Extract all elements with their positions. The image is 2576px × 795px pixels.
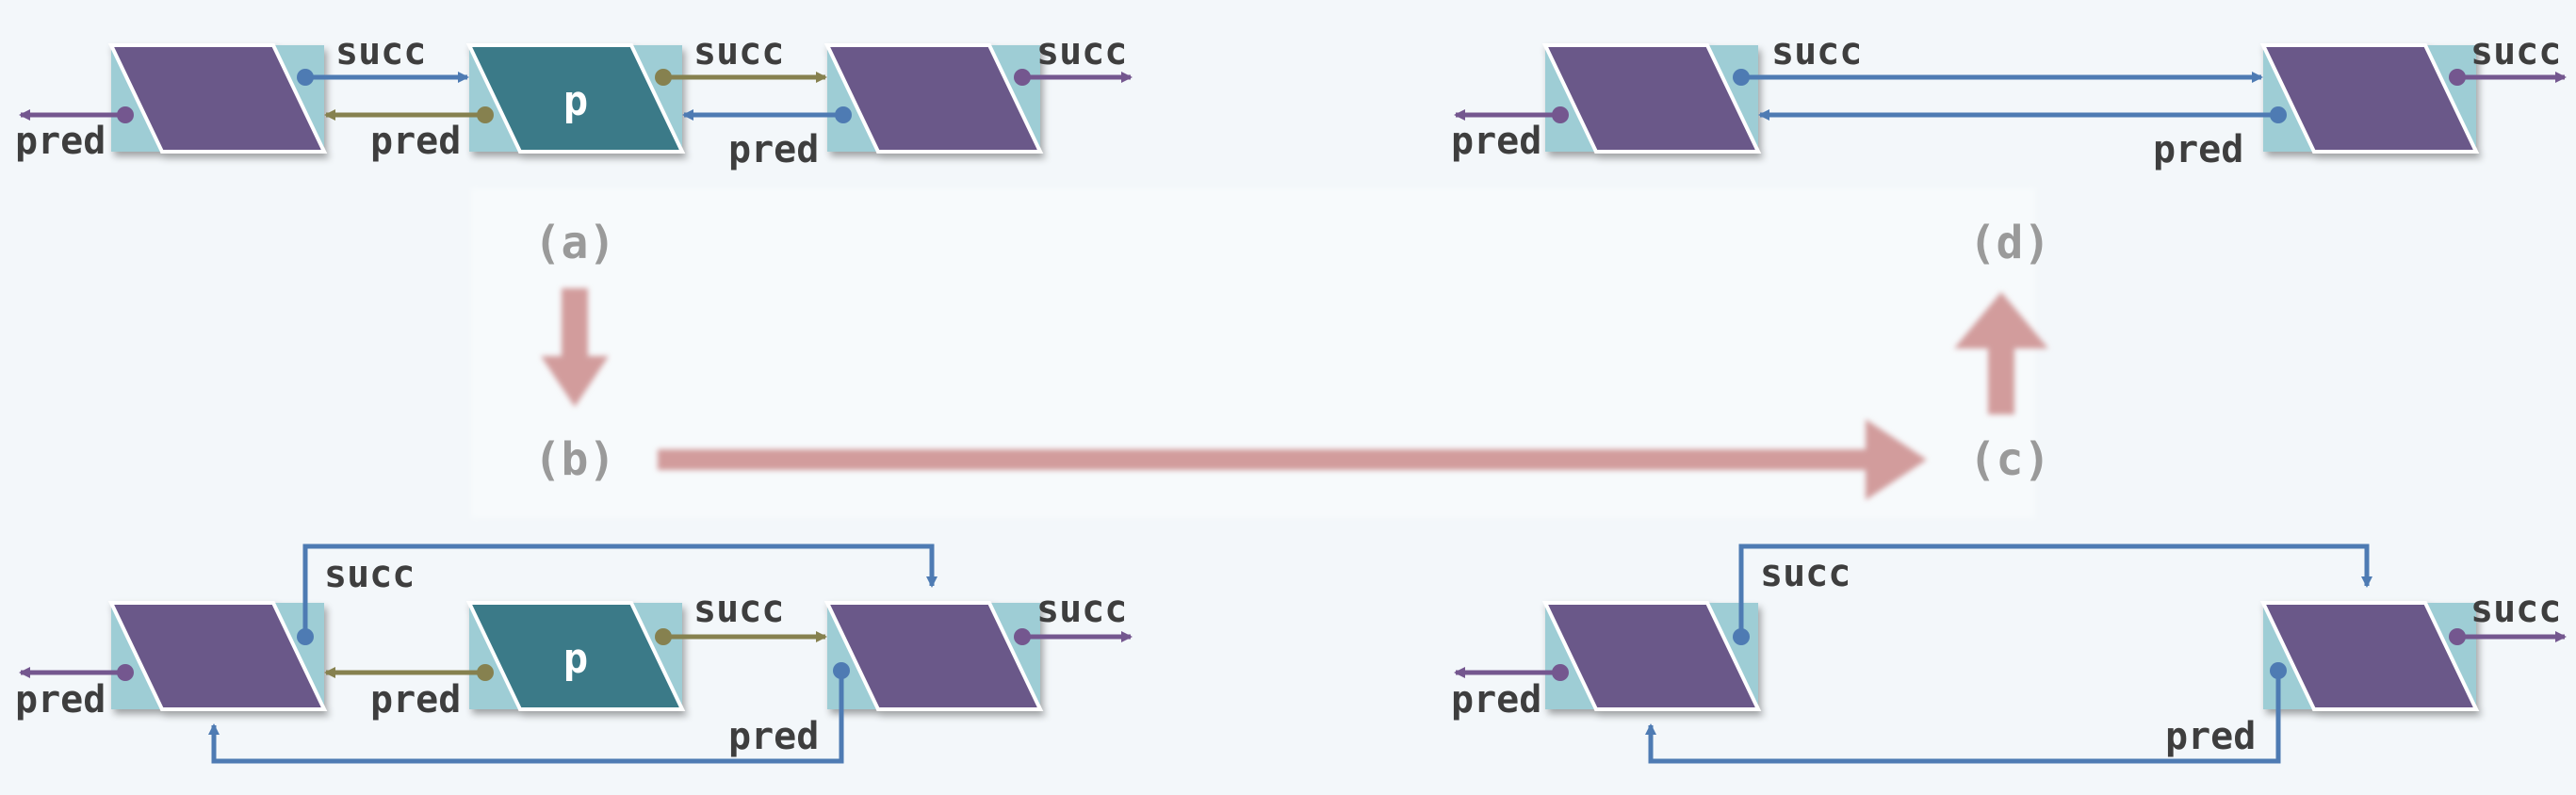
node-body (2259, 43, 2480, 154)
label-pred: pred (2165, 715, 2256, 758)
label-pred: pred (370, 678, 461, 722)
node-c2 (2259, 601, 2480, 711)
node-body (465, 43, 686, 154)
label-pred: pred (1451, 678, 1541, 722)
node-body (465, 601, 686, 711)
step-label-a: (a) (534, 217, 616, 269)
node-p-label: p (563, 77, 589, 125)
node-body (1541, 43, 1762, 154)
diagram-a: p pred succ pred succ pred succ (15, 30, 1133, 171)
label-succ: succ (693, 588, 784, 631)
diagram-b: p pred succ pred succ pred succ (15, 544, 1133, 764)
node-body (2259, 601, 2480, 711)
node-a1 (107, 43, 328, 154)
node-b-p: p (465, 601, 686, 711)
node-c1 (1541, 601, 1762, 711)
label-succ: succ (1771, 30, 1862, 73)
arrow-b-to-c (658, 419, 1927, 500)
node-body (107, 43, 328, 154)
diagram-c: pred succ pred succ (1451, 544, 2567, 764)
label-pred: pred (728, 715, 819, 758)
node-a-p: p (465, 43, 686, 154)
arrow-a-to-b (541, 288, 609, 407)
node-body (1541, 601, 1762, 711)
node-body (107, 601, 328, 711)
label-pred: pred (728, 128, 819, 171)
step-label-b: (b) (534, 433, 616, 486)
node-a3 (823, 43, 1044, 154)
label-succ: succ (335, 30, 426, 73)
label-pred: pred (1451, 120, 1541, 163)
label-succ: succ (2470, 588, 2561, 631)
label-pred: pred (15, 678, 106, 722)
label-pred: pred (15, 120, 106, 163)
label-succ: succ (1036, 588, 1127, 631)
label-pred: pred (2153, 128, 2243, 171)
node-b3 (823, 601, 1044, 711)
links-c (1454, 544, 2567, 764)
label-pred: pred (370, 120, 461, 163)
diagram-d: pred succ pred succ (1451, 30, 2567, 171)
step-label-c: (c) (1969, 433, 2051, 486)
step-label-d: (d) (1969, 217, 2051, 269)
node-p-label: p (563, 635, 589, 683)
arrow-c-to-d (1954, 292, 2048, 414)
label-succ: succ (1760, 552, 1850, 595)
node-d1 (1541, 43, 1762, 154)
step-arrows (541, 288, 2048, 500)
links-d (1454, 69, 2567, 123)
links-a (19, 69, 1133, 123)
links-b (19, 544, 1133, 764)
node-b1 (107, 601, 328, 711)
node-body (823, 43, 1044, 154)
label-succ: succ (693, 30, 784, 73)
node-body (823, 601, 1044, 711)
label-succ: succ (2470, 30, 2561, 73)
label-succ: succ (1036, 30, 1127, 73)
label-succ: succ (324, 553, 415, 596)
node-d2 (2259, 43, 2480, 154)
